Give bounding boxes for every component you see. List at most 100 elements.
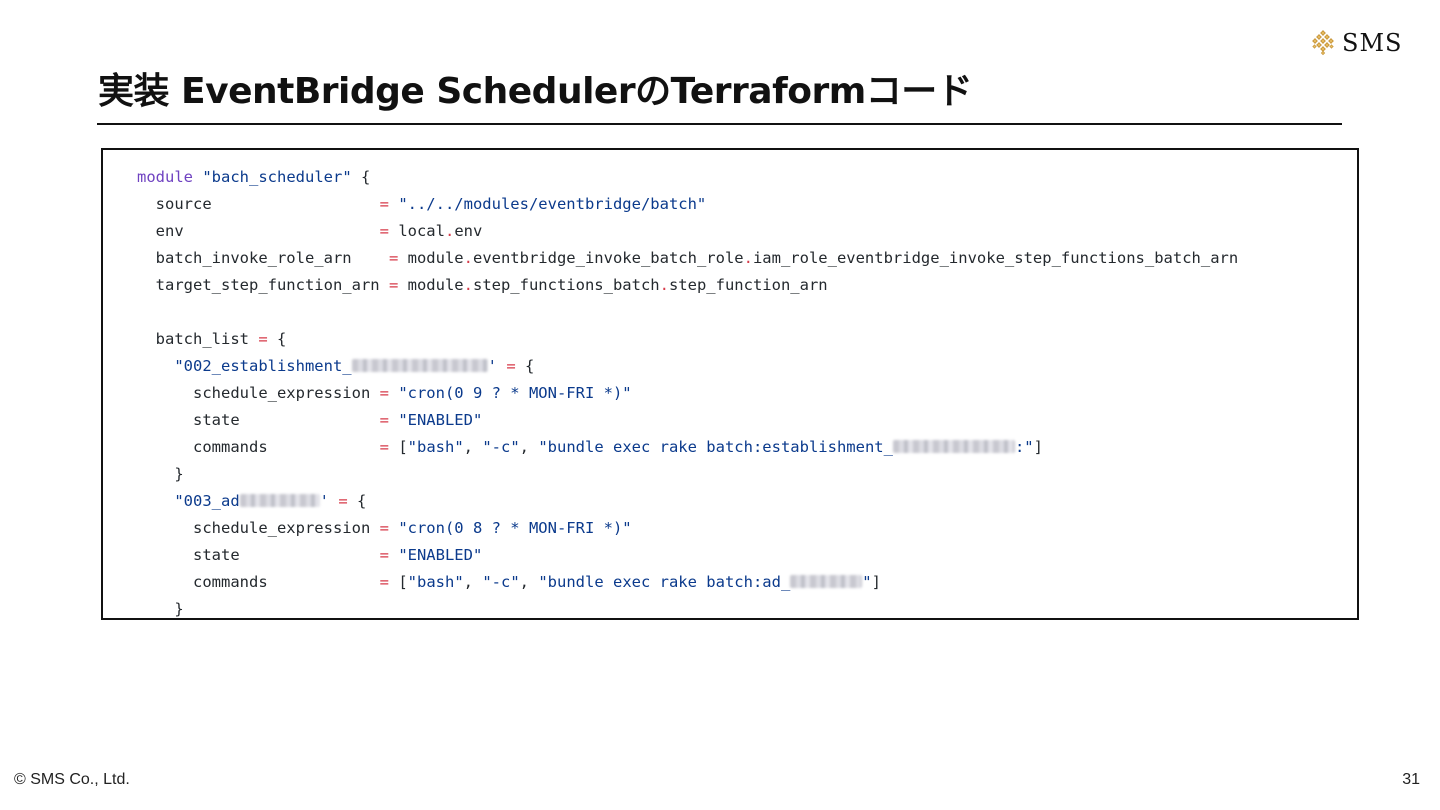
code-line: module "bach_scheduler" {: [137, 164, 1238, 191]
code-ident: local: [388, 222, 445, 240]
code-punct: [: [388, 438, 408, 456]
code-operator: =: [496, 357, 516, 375]
code-key: commands: [137, 438, 380, 456]
code-ident: iam_role_eventbridge_invoke_step_functio…: [752, 249, 1239, 267]
code-line: "002_establishment_' = {: [137, 353, 1238, 380]
code-punct: {: [351, 168, 371, 186]
redacted-text: [790, 575, 863, 588]
code-operator: .: [659, 276, 669, 294]
code-line-blank: [137, 299, 1238, 326]
code-key: state: [137, 546, 380, 564]
code-line: schedule_expression = "cron(0 9 ? * MON-…: [137, 380, 1238, 407]
code-key: schedule_expression: [137, 519, 380, 537]
code-string: "-c": [482, 438, 520, 456]
sms-diamond-logo-icon: [1312, 30, 1334, 56]
code-punct: {: [347, 492, 367, 510]
redacted-text: [351, 359, 488, 372]
code-operator: .: [463, 276, 473, 294]
code-ident: step_function_arn: [668, 276, 828, 294]
code-string: "bundle exec rake batch:ad_: [538, 573, 791, 591]
code-string: ': [319, 492, 329, 510]
code-ident: env: [454, 222, 483, 240]
code-punct: ,: [463, 438, 483, 456]
copyright-notice: © SMS Co., Ltd.: [14, 771, 130, 788]
code-string: "-c": [482, 573, 520, 591]
code-string: "bash": [407, 438, 464, 456]
code-ident: eventbridge_invoke_batch_role: [472, 249, 744, 267]
code-operator: =: [379, 411, 389, 429]
slide-title: 実装 EventBridge SchedulerのTerraformコード: [98, 71, 973, 112]
code-line: schedule_expression = "cron(0 8 ? * MON-…: [137, 515, 1238, 542]
code-string: :": [1014, 438, 1034, 456]
code-block: module "bach_scheduler" { source = "../.…: [101, 148, 1359, 620]
redacted-text: [239, 494, 320, 507]
code-key: source: [137, 195, 380, 213]
code-line: source = "../../modules/eventbridge/batc…: [137, 191, 1238, 218]
code-string: "cron(0 9 ? * MON-FRI *)": [388, 384, 632, 402]
code-ident: step_functions_batch: [472, 276, 660, 294]
code-punct: ,: [519, 438, 539, 456]
code-operator: =: [379, 384, 389, 402]
code-operator: =: [329, 492, 348, 510]
code-key: env: [137, 222, 380, 240]
code-string: "../../modules/eventbridge/batch": [388, 195, 707, 213]
code-string: "ENABLED": [388, 546, 483, 564]
code-string: "bach_scheduler": [202, 168, 352, 186]
code-string: ': [487, 357, 497, 375]
code-line: batch_invoke_role_arn = module.eventbrid…: [137, 245, 1239, 272]
code-punct: {: [267, 330, 287, 348]
code-line: "003_ad ' = {: [137, 488, 1238, 515]
code-operator: .: [444, 222, 455, 240]
code-string: "cron(0 8 ? * MON-FRI *)": [388, 519, 632, 537]
code-ident: module: [398, 249, 464, 267]
code-string: "ENABLED": [388, 411, 483, 429]
code-line: }: [137, 461, 1238, 488]
code-punct: ,: [463, 573, 483, 591]
code-key: state: [137, 411, 380, 429]
code-operator: .: [463, 249, 473, 267]
redacted-text: [892, 440, 1015, 453]
code-key: batch_invoke_role_arn: [137, 249, 389, 267]
code-line: env = local.env: [137, 218, 1238, 245]
code-string: "002_establishment_: [137, 357, 352, 375]
code-string: "bash": [407, 573, 464, 591]
code-key: schedule_expression: [137, 384, 380, 402]
code-punct: [: [388, 573, 408, 591]
code-string: "bundle exec rake batch:establishment_: [538, 438, 893, 456]
code-keyword: module: [137, 168, 193, 186]
company-logo: SMS: [1310, 30, 1402, 56]
code-string: ": [862, 573, 872, 591]
code-punct: ]: [1033, 438, 1043, 456]
code-line: }: [137, 596, 1238, 623]
code-punct: }: [137, 600, 184, 618]
page-number: 31: [1402, 771, 1420, 788]
code-key: target_step_function_arn: [137, 276, 389, 294]
code-ident: module: [398, 276, 464, 294]
code-operator: .: [743, 249, 753, 267]
code-operator: =: [379, 438, 389, 456]
code-line: batch_list = {: [137, 326, 1238, 353]
code-line: commands = ["bash", "-c", "bundle exec r…: [137, 569, 1238, 596]
code-line: commands = ["bash", "-c", "bundle exec r…: [137, 434, 1238, 461]
code-line: state = "ENABLED": [137, 542, 1238, 569]
code-punct: ]: [871, 573, 881, 591]
code-punct: }: [137, 465, 184, 483]
code-string: "003_ad: [137, 492, 240, 510]
code-punct: ,: [519, 573, 539, 591]
code-operator: =: [379, 222, 389, 240]
logo-text: SMS: [1342, 29, 1403, 57]
code-operator: =: [379, 573, 389, 591]
code-operator: =: [388, 276, 399, 294]
code-line: state = "ENABLED": [137, 407, 1238, 434]
code-line: target_step_function_arn = module.step_f…: [137, 272, 1238, 299]
terraform-code: module "bach_scheduler" { source = "../.…: [137, 164, 1238, 623]
code-operator: =: [379, 546, 389, 564]
code-operator: =: [379, 195, 389, 213]
code-key: commands: [137, 573, 380, 591]
code-key: batch_list: [137, 330, 259, 348]
code-operator: =: [258, 330, 268, 348]
title-divider: [97, 123, 1342, 125]
code-operator: =: [379, 519, 389, 537]
code-operator: =: [388, 249, 399, 267]
